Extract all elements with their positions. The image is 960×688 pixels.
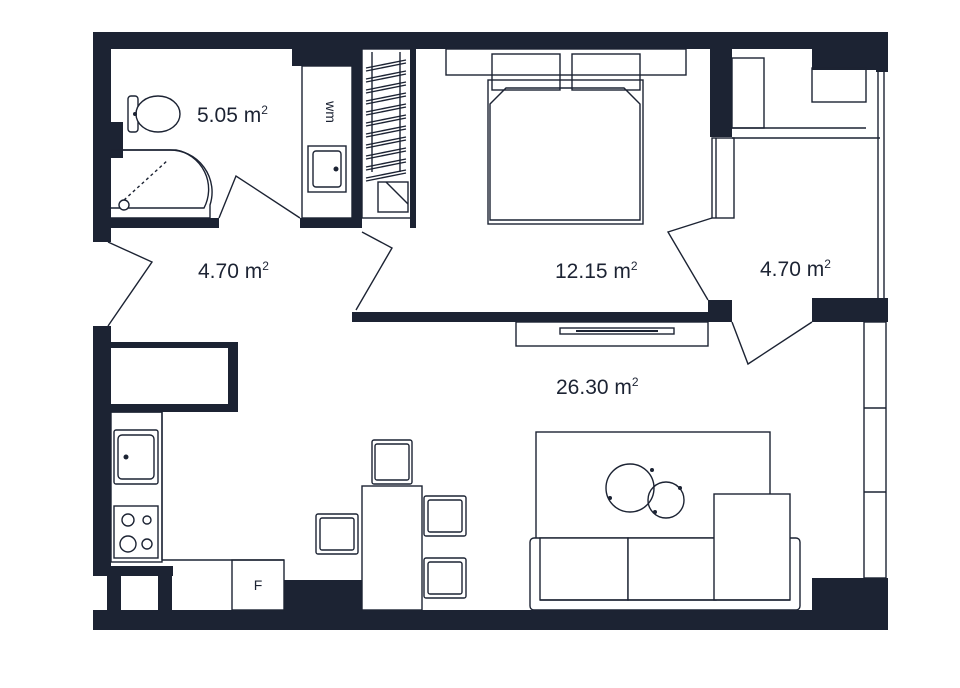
room-labels: 5.05 m2 4.70 m2 12.15 m2 4.70 m2 26.30 m… xyxy=(197,103,831,399)
washing-machine-label: wm xyxy=(323,100,339,123)
walls xyxy=(93,32,888,630)
bed-icon xyxy=(445,48,687,225)
hanger xyxy=(365,147,407,160)
tv-stand-icon xyxy=(515,321,709,347)
hanger xyxy=(365,92,407,105)
toilet-icon xyxy=(127,95,181,133)
dining-table-icon xyxy=(361,485,423,611)
bathroom-sink-icon xyxy=(307,145,347,193)
coffee-table-icon xyxy=(605,463,685,519)
hanger xyxy=(365,125,407,138)
washing-machine-icon: wm xyxy=(301,65,353,219)
hanger xyxy=(365,103,407,116)
balcony-area-label: 4.70 m2 xyxy=(760,257,831,281)
hanger xyxy=(365,70,407,83)
living-area-label: 26.30 m2 xyxy=(556,375,639,399)
balcony-furniture xyxy=(731,57,867,129)
chair-icon xyxy=(315,439,467,599)
hanger xyxy=(365,136,407,149)
hanger xyxy=(365,158,407,171)
kitchen-sink-icon xyxy=(113,429,159,485)
hanger xyxy=(365,114,407,127)
hanger xyxy=(365,59,407,72)
hanger xyxy=(365,169,407,182)
fridge-label: F xyxy=(254,577,263,593)
wardrobe-icon xyxy=(361,48,413,219)
stove-icon xyxy=(113,505,159,559)
bathroom-area-label: 5.05 m2 xyxy=(197,103,268,127)
bedroom-area-label: 12.15 m2 xyxy=(555,259,638,283)
shower-icon xyxy=(111,149,213,219)
windows xyxy=(711,70,887,579)
fridge-icon: F xyxy=(231,559,285,611)
hanger xyxy=(365,81,407,94)
sofa-icon xyxy=(529,493,801,611)
hallway-area-label: 4.70 m2 xyxy=(198,259,269,283)
doors xyxy=(107,174,813,366)
